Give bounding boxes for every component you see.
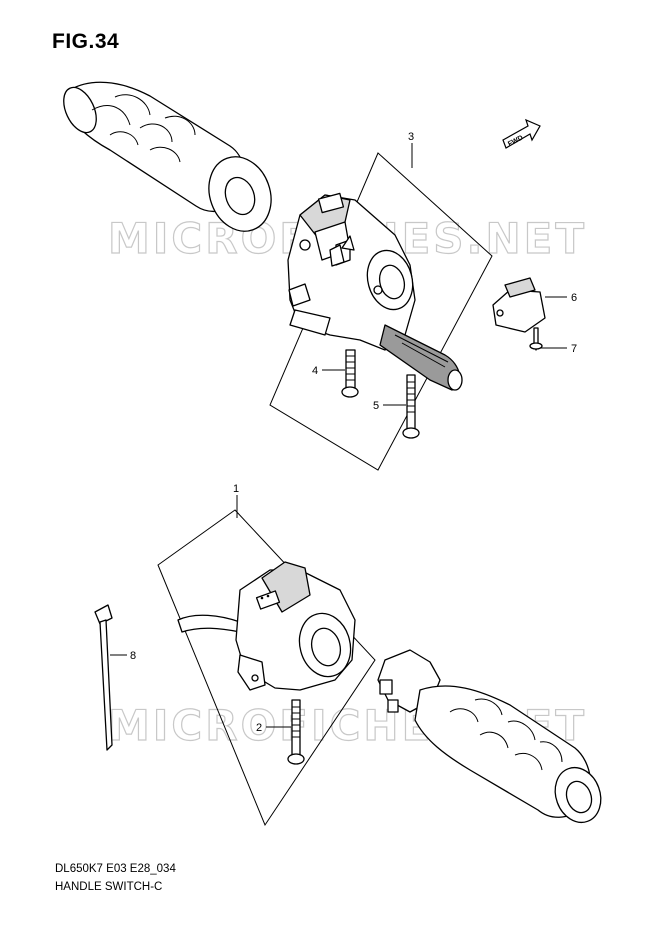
callout-7: 7 bbox=[571, 343, 577, 355]
callout-4: 4 bbox=[312, 365, 318, 377]
screw-7 bbox=[529, 327, 543, 351]
callout-6: 6 bbox=[571, 292, 577, 304]
callout-5: 5 bbox=[373, 400, 379, 412]
switch-6 bbox=[492, 277, 546, 333]
throttle-grip bbox=[377, 649, 602, 824]
callout-1: 1 bbox=[233, 483, 239, 495]
cable-tie-8 bbox=[94, 604, 113, 751]
callout-3: 3 bbox=[408, 131, 414, 143]
left-grip bbox=[63, 81, 272, 232]
screw-4 bbox=[341, 349, 359, 398]
left-handle-switch bbox=[177, 561, 356, 691]
fwd-arrow-icon: FWD bbox=[502, 118, 541, 149]
screw-5 bbox=[402, 374, 420, 439]
figure-title: FIG.34 bbox=[52, 30, 120, 53]
callout-2: 2 bbox=[256, 722, 262, 734]
figure-name: HANDLE SWITCH-C bbox=[55, 881, 163, 893]
callout-8: 8 bbox=[130, 650, 136, 662]
screw-2 bbox=[287, 699, 305, 765]
figure-code: DL650K7 E03 E28_034 bbox=[55, 863, 176, 875]
right-handle-switch bbox=[287, 192, 463, 391]
